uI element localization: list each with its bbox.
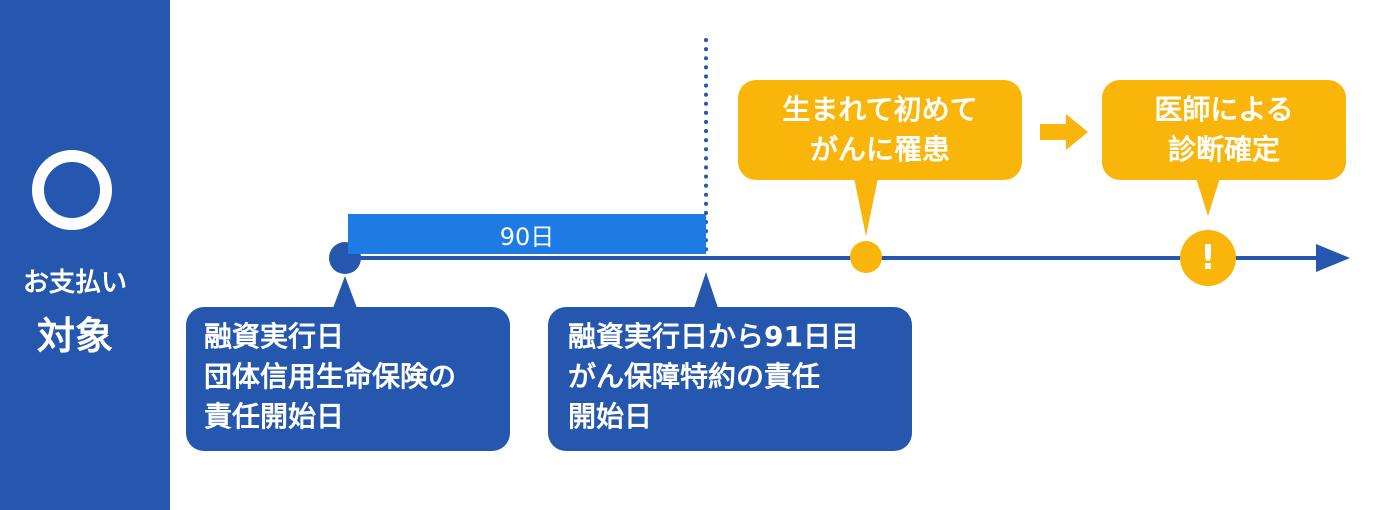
- callout-line: 生まれて初めて: [782, 93, 978, 126]
- callout-line: 融資実行日から91日目: [568, 320, 859, 353]
- illness-callout-pointer: [854, 178, 878, 236]
- illness-marker: [850, 241, 882, 273]
- timeline-arrowhead-icon: [1316, 244, 1350, 272]
- arrow-right-icon: [1040, 114, 1088, 150]
- start-callout-pointer: [333, 276, 357, 308]
- loan-start-callout: 融資実行日 団体信用生命保険の 責任開始日: [186, 307, 510, 451]
- callout-line: 融資実行日: [204, 320, 345, 353]
- callout-line: 医師による: [1154, 93, 1294, 126]
- sidebar-label-payment: お支払い: [22, 268, 127, 298]
- exclamation-icon: !: [1180, 230, 1236, 286]
- callout-line: がんに罹患: [809, 133, 950, 166]
- first-cancer-callout: 生まれて初めて がんに罹患: [738, 80, 1022, 180]
- callout-line: 診断確定: [1167, 133, 1280, 166]
- waiting-period-bar: 90日: [348, 214, 706, 254]
- cancer-coverage-start-callout: 融資実行日から91日目 がん保障特約の責任 開始日: [548, 307, 912, 451]
- callout-line: 開始日: [568, 400, 653, 433]
- sidebar-panel: お支払い 対象: [0, 0, 170, 510]
- sidebar-label-target: 対象: [36, 314, 113, 358]
- diagnosis-callout-pointer: [1196, 178, 1220, 216]
- waiting-period-label: 90日: [499, 222, 555, 251]
- callout-line: 団体信用生命保険の: [204, 360, 457, 393]
- diagnosis-callout: 医師による 診断確定: [1102, 80, 1346, 180]
- callout-line: がん保障特約の責任: [568, 360, 821, 393]
- callout-line: 責任開始日: [204, 400, 345, 433]
- coverage-callout-pointer: [694, 272, 718, 308]
